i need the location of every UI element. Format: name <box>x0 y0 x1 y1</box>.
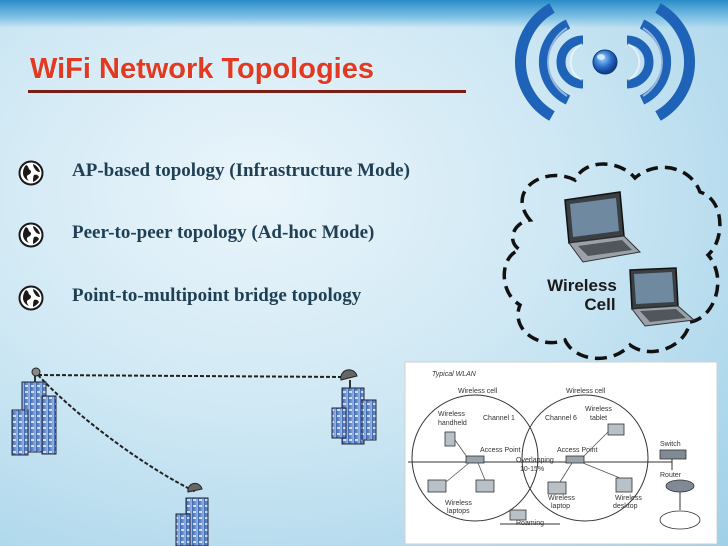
slide-title: WiFi Network Topologies <box>30 53 374 85</box>
access-point-icon <box>465 455 485 464</box>
cloud-dashed-outline <box>502 162 722 360</box>
wlan-desktop-2: desktop <box>613 503 638 510</box>
wlan-tablet-1: Wireless <box>585 406 612 413</box>
wlan-laptop-1: Wireless <box>548 495 575 502</box>
wlan-lanwan: LAN/WAN <box>667 517 699 524</box>
router-icon <box>665 479 695 493</box>
top-band <box>0 0 728 28</box>
bullet-ap-based: AP-based topology (Infrastructure Mode) <box>18 158 410 188</box>
building-icon <box>331 369 377 445</box>
wlan-ap-right: Access Point <box>557 447 598 454</box>
wlan-cell-left: Wireless cell <box>458 388 498 395</box>
cell-label-line1: Wireless <box>547 276 617 295</box>
desktop-icon <box>615 477 633 493</box>
wlan-laptops-1: Wireless <box>445 500 472 507</box>
wlan-overlap-2: 10-15% <box>520 466 544 473</box>
wlan-overlap-1: Overlapping <box>516 457 554 464</box>
wlan-roaming: Roaming <box>516 520 544 527</box>
cell-label-line2: Cell <box>584 295 615 314</box>
wlan-desktop-1: Wireless <box>615 495 642 502</box>
wlan-title: Typical WLAN <box>432 371 477 378</box>
lan-cloud-icon <box>659 510 701 530</box>
laptop-icon <box>547 481 567 495</box>
wlan-channel1: Channel 1 <box>483 415 515 422</box>
wlan-tablet-2: tablet <box>590 415 607 422</box>
bullet-point-to-multipoint: Point-to-multipoint bridge topology <box>18 283 361 313</box>
switch-icon <box>659 449 687 460</box>
laptop-icon <box>475 479 495 493</box>
building-icon <box>175 482 209 546</box>
access-point-icon <box>565 455 585 464</box>
wlan-ap-left: Access Point <box>480 447 521 454</box>
bullet-text: Point-to-multipoint bridge topology <box>72 285 362 306</box>
title-underline <box>28 90 466 93</box>
wlan-router: Router <box>660 472 682 479</box>
wlan-laptops-2: laptops <box>447 508 470 515</box>
wlan-handheld-1: Wireless <box>438 411 465 418</box>
laptop-icon <box>427 479 447 493</box>
tablet-icon <box>607 423 625 436</box>
wlan-handheld-2: handheld <box>438 420 467 427</box>
wlan-cell-right: Wireless cell <box>566 388 606 395</box>
globe-bullet-icon <box>18 285 44 311</box>
laptop-icon <box>564 191 642 263</box>
wlan-laptop-2: laptop <box>551 503 570 510</box>
bullet-text: AP-based topology (Infrastructure Mode) <box>72 160 410 181</box>
globe-bullet-icon <box>18 222 44 248</box>
globe-bullet-icon <box>18 160 44 186</box>
handheld-icon <box>444 431 456 447</box>
laptop-icon <box>629 267 696 327</box>
bullet-peer-to-peer: Peer-to-peer topology (Ad-hoc Mode) <box>18 220 374 250</box>
laptop-icon <box>509 509 527 521</box>
wlan-switch: Switch <box>660 441 681 448</box>
bullet-text: Peer-to-peer topology (Ad-hoc Mode) <box>72 222 375 243</box>
building-icon <box>11 367 57 456</box>
wlan-channel6: Channel 6 <box>545 415 577 422</box>
